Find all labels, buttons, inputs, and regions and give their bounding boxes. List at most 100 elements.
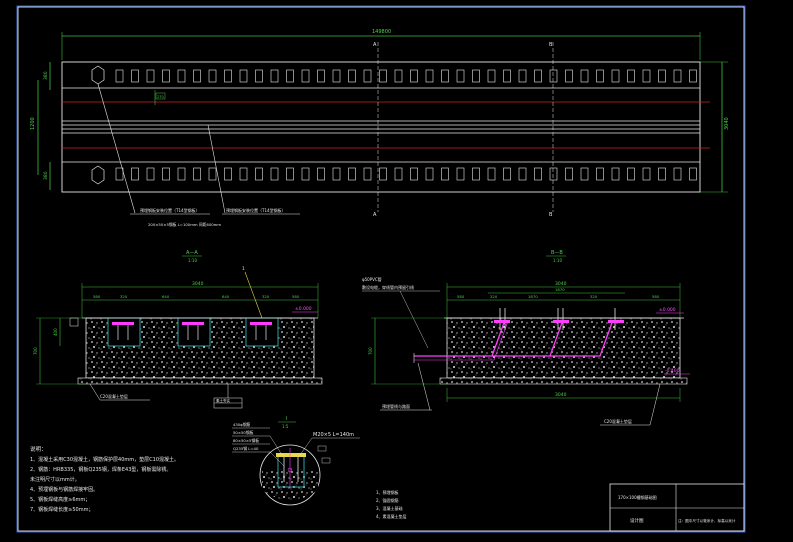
detail-title: I — [286, 416, 287, 422]
plan-slot — [565, 167, 573, 181]
notes-block: 说明： 1、混凝土采用C30混凝土，钢筋保护层40mm，垫层C10混凝土。 2、… — [30, 445, 179, 513]
plan-row-dim-bottom: 380 — [43, 171, 49, 180]
plan-bottom-slots — [115, 167, 697, 181]
section-a-height-dim: 700 — [33, 347, 38, 355]
plan-slot — [301, 167, 310, 181]
plan-slot — [596, 167, 604, 181]
notes-line-5: 7、钢板焊缝长度≥50mm； — [30, 506, 93, 513]
plan-slot — [286, 69, 294, 83]
plan-slot — [627, 167, 635, 181]
section-a-top-dim: 3040 — [192, 281, 204, 287]
plan-row-dim-top: 380 — [43, 71, 49, 80]
plan-slot — [348, 69, 356, 83]
plan-slot — [549, 167, 558, 181]
section-b-note-2: 敷设电缆，穿线管内预留引线 — [362, 284, 414, 290]
title-block-row1-left: 170×100槽钢基础图 — [618, 494, 657, 500]
section-a-seg-3: 640 — [222, 294, 230, 299]
plan-slot — [394, 167, 403, 181]
plan-slot — [239, 69, 248, 83]
plan-slot — [580, 167, 589, 181]
detail-scale: 1:5 — [282, 424, 289, 429]
plan-slot — [487, 167, 496, 181]
plan-slot — [673, 69, 682, 83]
plan-slot — [549, 69, 558, 83]
plan-slot — [518, 167, 527, 181]
section-b-label-right: C20混凝土垫层 — [604, 418, 632, 424]
detail-label-3: Q235钢 L=40 — [233, 446, 259, 451]
plan-overall-dim: 149800 — [372, 29, 391, 35]
plan-slot — [534, 167, 542, 181]
detail-label-1: 50×50钢板 — [233, 430, 254, 435]
plan-slot — [689, 167, 697, 181]
plan-slot — [146, 167, 155, 181]
section-b-seg-1: 320 — [490, 294, 498, 299]
inner-frame — [17, 6, 745, 532]
plan-slot — [193, 69, 201, 83]
plan-slot — [301, 69, 310, 83]
plan-right-dim: 3040 — [724, 117, 730, 130]
section-b-elev-bottom: -0.400 — [665, 368, 680, 374]
plan-slot — [131, 167, 139, 181]
section-a-scale: 1:10 — [188, 258, 197, 263]
plan-slot — [441, 167, 449, 181]
plan-slot — [518, 69, 527, 83]
outer-frame — [16, 5, 746, 533]
plan-slot — [410, 167, 418, 181]
detail-i: I 1:5 430φ钢筋 50×50钢板 80×50×5钢板 Q235钢 L=4… — [232, 416, 360, 506]
title-block-row2-left: 设计图 — [630, 517, 644, 524]
plan-slot — [363, 69, 372, 83]
plan-slot — [611, 69, 620, 83]
plan-slot — [410, 69, 418, 83]
detail-label-2: 80×50×5钢板 — [233, 438, 259, 443]
title-block: 170×100槽钢基础图 设计图 注：图中尺寸以毫米计，标高以米计 — [609, 483, 745, 532]
plan-slot — [565, 69, 573, 83]
section-mark-b-bottom: B — [549, 212, 553, 218]
plan-slot — [224, 167, 232, 181]
legend-block: 1、预埋钢板 2、锚固钢筋 3、混凝土基础 4、素混凝土垫层 — [376, 489, 407, 519]
plan-top-slots — [115, 69, 697, 83]
plan-slot — [270, 167, 279, 181]
title-block-row2-right: 注：图中尺寸以毫米计，标高以米计 — [678, 518, 736, 523]
section-b: B—B 1:10 φ50PVC管 敷设电缆，穿线管内预留引线 3040 580 … — [362, 250, 690, 426]
plan-slot — [193, 167, 201, 181]
plan-slot — [332, 69, 341, 83]
plan-slot — [425, 167, 434, 181]
section-a-seg-2: 640 — [162, 294, 170, 299]
section-a-seg-5: 580 — [292, 294, 300, 299]
section-a-label-foundation: C20混凝土垫层 — [100, 393, 128, 399]
section-b-seg-0: 580 — [457, 294, 465, 299]
plan-slot — [627, 69, 635, 83]
plan-slot — [503, 69, 511, 83]
plan-slot — [658, 167, 666, 181]
plan-slot — [162, 167, 170, 181]
plan-slot — [332, 167, 341, 181]
plan-slot — [379, 69, 387, 83]
plan-slot — [658, 69, 666, 83]
notes-line-3: 4、预埋钢板与钢筋焊接牢固。 — [30, 486, 98, 493]
plan-slot — [255, 167, 263, 181]
plan-slot — [317, 69, 325, 83]
legend-item-1: 2、锚固钢筋 — [376, 497, 399, 503]
section-b-scale: 1:10 — [553, 258, 562, 263]
plan-slot — [363, 167, 372, 181]
plan-slot — [456, 69, 465, 83]
section-mark-b-top: B — [549, 42, 553, 48]
plan-slot — [642, 167, 651, 181]
plan-slot — [177, 167, 186, 181]
plan-slot — [487, 69, 496, 83]
plan-left-dim: 1200 — [30, 117, 36, 130]
plan-view: 149800 3040 1200 380 380 270 — [30, 29, 730, 227]
plan-leader-note: 200×50×5钢板 L=100mm 间距600mm — [148, 222, 221, 227]
section-b-label-left: 预埋管线与路面 — [382, 403, 410, 409]
plan-slot — [534, 69, 542, 83]
section-b-seg-2: 1870 — [528, 294, 538, 299]
plan-leader-label-2: 预埋钢板安装位置（T14型钢板） — [226, 207, 286, 213]
plan-slot — [239, 167, 248, 181]
section-b-title: B—B — [551, 250, 563, 256]
plan-slot — [425, 69, 434, 83]
section-a-sub-height: 400 — [53, 328, 58, 336]
plan-slot — [441, 69, 449, 83]
plan-mid-dim: 270 — [157, 95, 164, 99]
section-b-height-dim: 700 — [368, 347, 373, 355]
plan-slot — [115, 167, 124, 181]
